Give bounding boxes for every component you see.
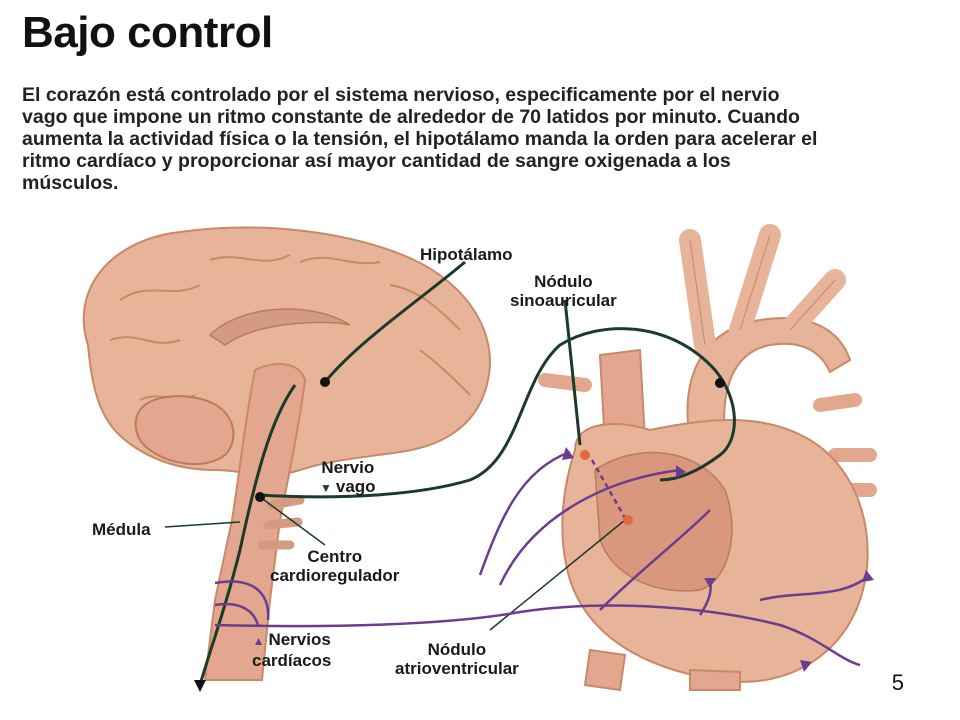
centro-pointer <box>259 496 326 546</box>
to-ventricle-left <box>759 574 871 602</box>
aortic-branches-outline <box>689 234 836 346</box>
label-nervios-cardiacos: ▲Nervios cardíacos <box>252 630 332 670</box>
to-sa-node <box>478 450 571 576</box>
dark-nerve-paths <box>164 260 736 686</box>
label-centro-cardioregulador: Centro cardioregulador <box>270 547 400 585</box>
hypothalamus-dot <box>320 377 330 387</box>
corpus-callosum <box>208 308 351 346</box>
to-ventricle-right <box>599 509 711 611</box>
label-nervio-vago: Nervio ▼vago <box>320 458 376 496</box>
page-title: Bajo control <box>22 8 273 57</box>
heart-illustration <box>538 224 877 692</box>
hypothalamus-pointer <box>323 260 466 383</box>
vagus-nerve-line <box>259 327 736 499</box>
nervios-cardiacos-marker: ▲ <box>252 634 265 648</box>
medula-pointer <box>164 521 241 528</box>
av-node-pointer <box>489 519 626 631</box>
nervio-vago-marker: ▼ <box>320 481 332 495</box>
spinal-nerve-stubs <box>257 495 305 550</box>
to-atria <box>498 468 681 586</box>
vagus-heart-dot <box>715 378 725 388</box>
label-hipotalamo: Hipotálamo <box>420 245 513 264</box>
purple-arrowheads <box>562 447 874 672</box>
centro-dot <box>255 492 265 502</box>
brain-illustration <box>82 226 491 681</box>
brain-folds <box>109 254 471 401</box>
inferior-vena-cava <box>583 648 627 692</box>
cardiac-nerve-2 <box>214 602 260 626</box>
sa-to-av <box>590 459 627 519</box>
lower-vessel <box>689 668 741 691</box>
cardiac-nerve-1 <box>214 580 270 621</box>
av-node <box>623 515 633 525</box>
spinal-arrowhead <box>194 680 206 692</box>
label-medula: Médula <box>92 520 151 539</box>
pulmonary-vessels <box>538 373 877 497</box>
page-number: 5 <box>891 670 904 695</box>
sa-node-pointer <box>563 299 582 446</box>
cardiac-nerve-main <box>214 604 861 667</box>
label-nodulo-atrioventricular: Nódulo atrioventricular <box>395 640 519 678</box>
intro-paragraph: El corazón está controlado por el sistem… <box>22 84 818 194</box>
purple-nerve-paths <box>214 450 871 667</box>
cerebellum <box>134 395 235 466</box>
label-nodulo-sinoauricular: Nódulo sinoauricular <box>510 272 617 310</box>
sa-node <box>580 450 590 460</box>
spinal-cord-line <box>198 384 297 686</box>
